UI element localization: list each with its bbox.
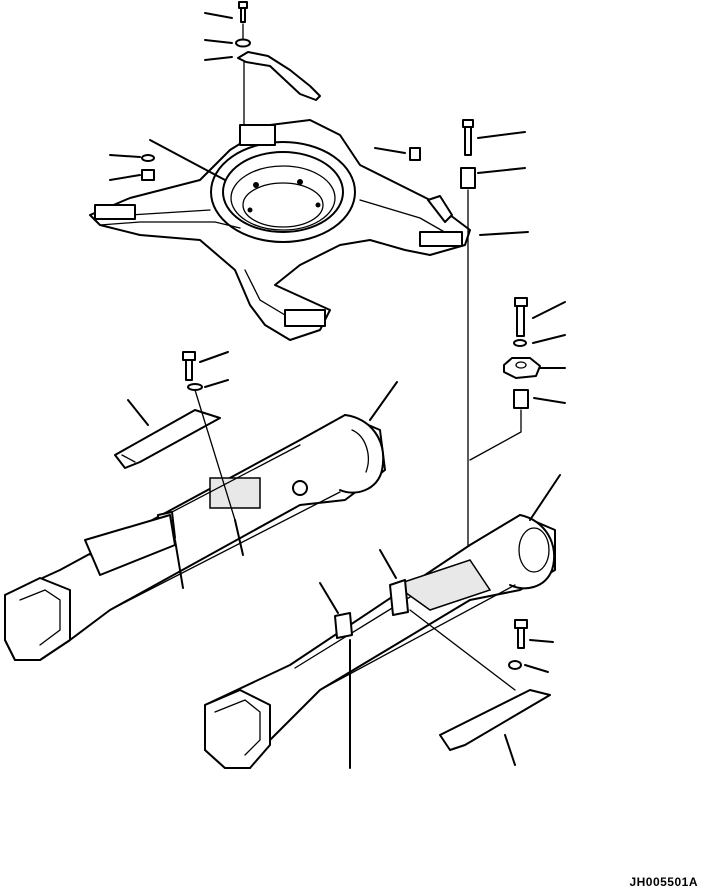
upper-right-hardware bbox=[460, 119, 476, 546]
frame-side-hardware bbox=[141, 147, 421, 181]
center-frame bbox=[89, 119, 471, 341]
right-cover-assembly bbox=[409, 609, 551, 751]
leader-lines bbox=[109, 12, 566, 769]
left-track-frame bbox=[4, 414, 386, 661]
right-track-frame bbox=[204, 514, 556, 769]
drawing-code-label: JH005501A bbox=[629, 875, 698, 889]
top-bolt-assembly bbox=[235, 1, 321, 141]
left-cover-assembly bbox=[114, 351, 236, 521]
mid-right-hardware bbox=[469, 297, 541, 461]
